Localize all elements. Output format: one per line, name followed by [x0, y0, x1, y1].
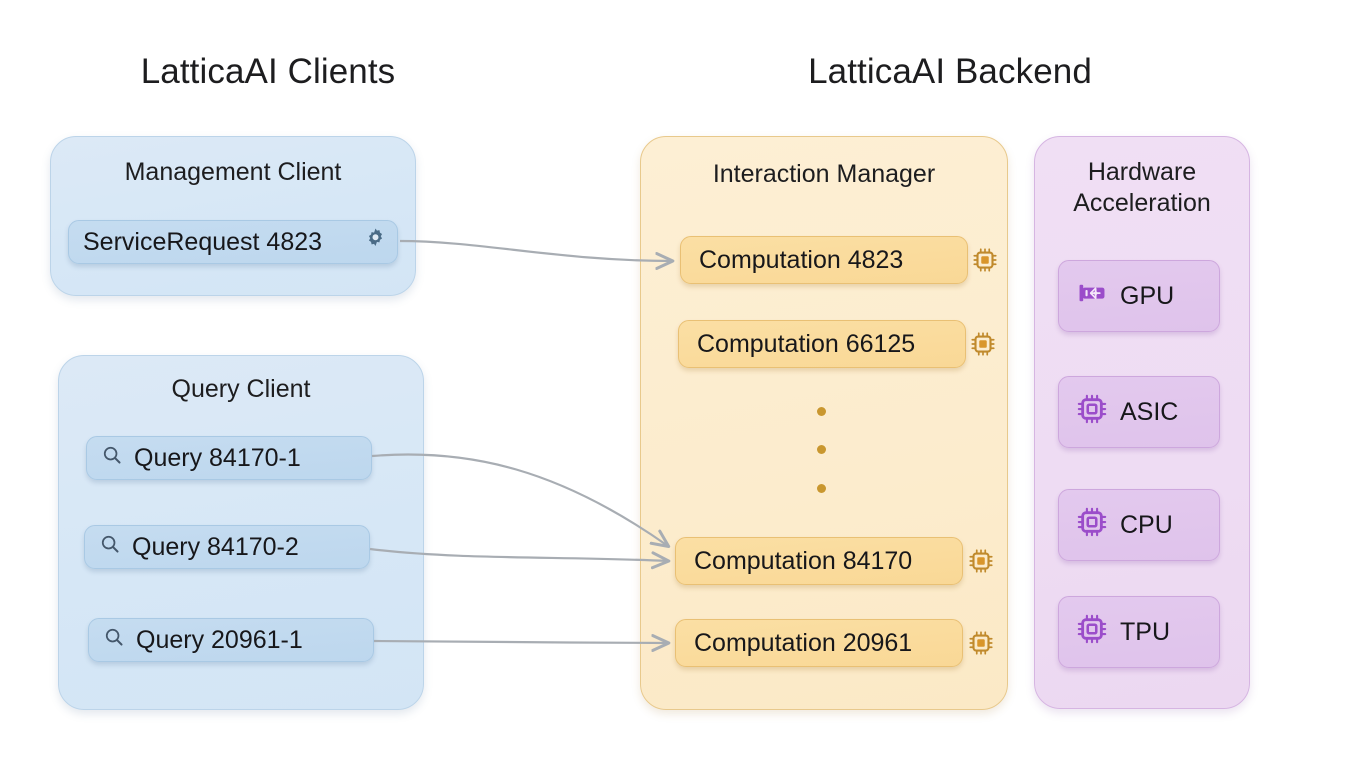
chip-icon [970, 245, 1000, 275]
chip-icon [1075, 612, 1109, 653]
query-pill-84170-2[interactable]: Query 84170-2 [84, 525, 370, 569]
hardware-label: CPU [1120, 510, 1173, 539]
computation-pill-4823[interactable]: Computation 4823 [680, 236, 968, 284]
connector-servicerequest-4823 [399, 239, 672, 261]
query-pill-84170-1[interactable]: Query 84170-1 [86, 436, 372, 480]
hardware-acceleration-title: Hardware Acceleration [1073, 158, 1211, 217]
backend-column-title: LatticaAI Backend [808, 52, 1092, 91]
interaction-manager-title: Interaction Manager [712, 160, 936, 188]
computation-label: Computation 84170 [694, 546, 913, 575]
chip-icon [1075, 392, 1109, 433]
computation-pill-20961[interactable]: Computation 20961 [675, 619, 963, 667]
computation-label: Computation 20961 [694, 628, 913, 657]
search-icon [99, 533, 121, 562]
search-icon [103, 626, 125, 655]
computation-pill-84170[interactable]: Computation 84170 [675, 537, 963, 585]
query-label: Query 20961-1 [136, 625, 303, 654]
query-pill-20961-1[interactable]: Query 20961-1 [88, 618, 374, 662]
service-request-pill[interactable]: ServiceRequest 4823 [68, 220, 398, 264]
clients-column-title: LatticaAI Clients [140, 52, 396, 91]
query-label: Query 84170-2 [132, 532, 299, 561]
service-request-label: ServiceRequest 4823 [83, 227, 323, 256]
chip-icon [1075, 505, 1109, 546]
chip-icon [966, 546, 996, 576]
management-client-title: Management Client [124, 158, 342, 186]
management-client-panel[interactable]: Management Client [50, 136, 416, 296]
query-label: Query 84170-1 [134, 443, 301, 472]
hardware-pill-cpu[interactable]: CPU [1058, 489, 1220, 561]
computation-label: Computation 66125 [697, 329, 916, 358]
query-client-title: Query Client [171, 375, 311, 403]
chip-icon [966, 628, 996, 658]
computation-pill-66125[interactable]: Computation 66125 [678, 320, 966, 368]
hardware-pill-asic[interactable]: ASIC [1058, 376, 1220, 448]
interaction-manager-panel[interactable]: Interaction Manager [640, 136, 1008, 710]
search-icon [101, 444, 123, 473]
hardware-pill-gpu[interactable]: GPU [1058, 260, 1220, 332]
gear-icon [364, 227, 387, 257]
computation-label: Computation 4823 [699, 245, 904, 274]
chip-icon [968, 329, 998, 359]
hardware-label: ASIC [1120, 397, 1179, 426]
graphics-card-icon [1075, 276, 1109, 317]
hardware-pill-tpu[interactable]: TPU [1058, 596, 1220, 668]
hardware-label: TPU [1120, 617, 1170, 646]
hardware-label: GPU [1120, 281, 1175, 310]
